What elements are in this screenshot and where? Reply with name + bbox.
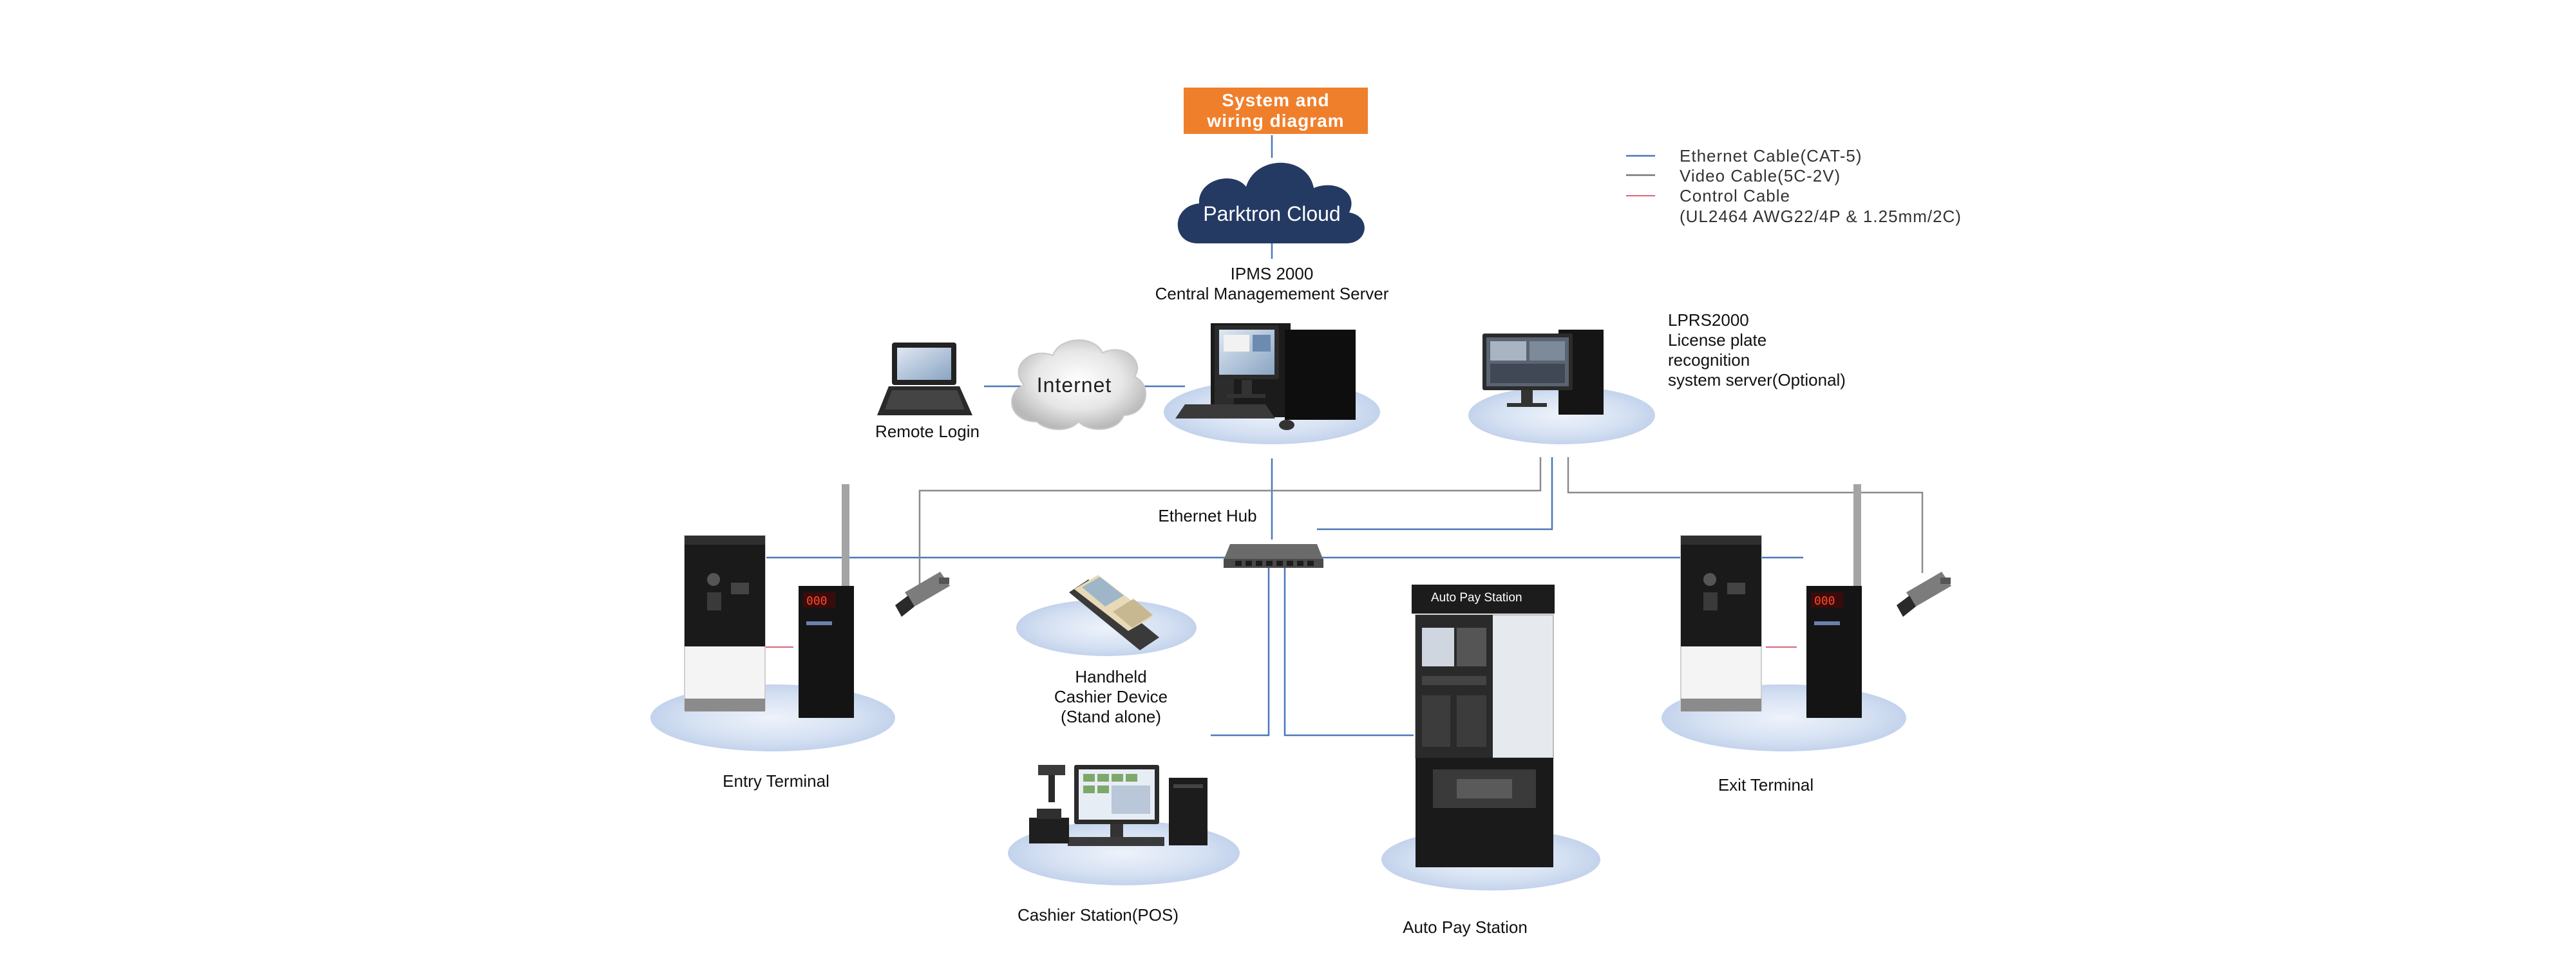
base-lprs [1468, 386, 1655, 444]
handheld-cashier-icon [1069, 575, 1159, 650]
hub-label: Ethernet Hub [1158, 506, 1257, 525]
exit-camera-icon [1897, 572, 1951, 617]
laptop-icon [877, 343, 972, 415]
exit-terminal-icon: 000 [1680, 484, 1862, 718]
remote-login-label: Remote Login [875, 422, 980, 441]
ethernet-hub-icon [1224, 544, 1323, 568]
lprs-label: LPRS2000 License plate recognition syste… [1668, 310, 1846, 390]
pos-label: Cashier Station(POS) [1018, 905, 1179, 925]
legend-video-label: Video Cable(5C-2V) [1680, 166, 1841, 185]
handheld-label: Handheld Cashier Device (Stand alone) [1054, 667, 1168, 726]
cloud-icon [1177, 162, 1365, 243]
internet-label: Internet [1036, 373, 1112, 397]
legend-control-spec-label: (UL2464 AWG22/4P & 1.25mm/2C) [1680, 207, 1962, 226]
internet-cloud-icon [1011, 339, 1146, 430]
svg-text:000: 000 [1814, 594, 1835, 608]
ethernet-cables [766, 135, 1803, 737]
lprs-server-icon [1482, 330, 1604, 415]
legend-control-label: Control Cable [1680, 186, 1790, 205]
aps-label: Auto Pay Station [1403, 917, 1528, 937]
pos-station-icon [1029, 765, 1208, 846]
entry-terminal-icon: 000 [684, 484, 854, 718]
diagram-title: System and wiring diagram [1184, 88, 1368, 134]
server-workstation-icon [1175, 323, 1356, 430]
exit-terminal-label: Exit Terminal [1718, 775, 1814, 795]
legend-lines [1626, 155, 1655, 196]
svg-text:000: 000 [806, 594, 828, 608]
aps-sign-label: Auto Pay Station [1431, 591, 1522, 605]
legend-ethernet-label: Ethernet Cable(CAT-5) [1680, 146, 1862, 165]
entry-camera-icon [895, 572, 950, 617]
server-label: IPMS 2000 Central Managemement Server [1155, 264, 1389, 303]
cloud-label: Parktron Cloud [1203, 202, 1341, 225]
auto-pay-station-icon [1412, 585, 1555, 867]
entry-terminal-label: Entry Terminal [723, 771, 829, 791]
video-cables [918, 457, 1924, 596]
